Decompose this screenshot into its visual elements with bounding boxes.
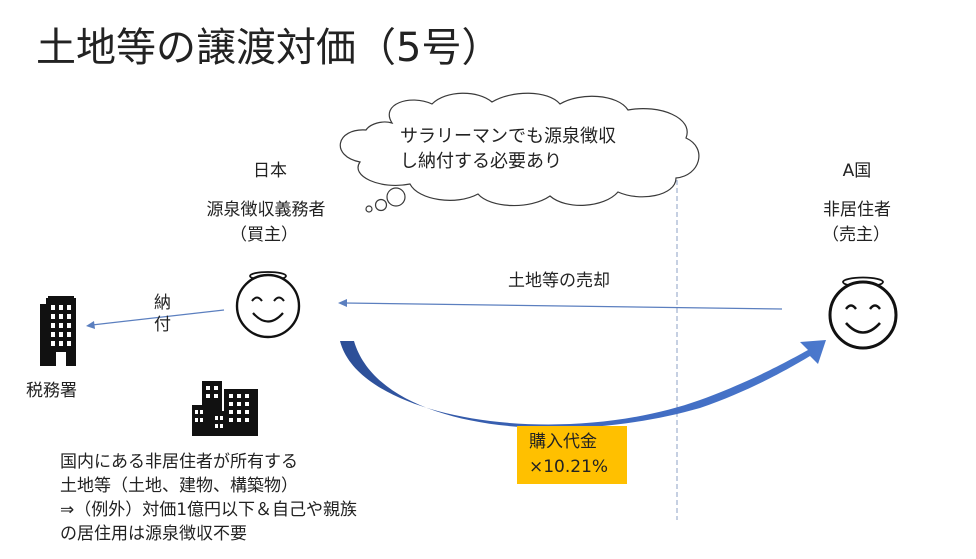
payment-arrow bbox=[86, 309, 225, 329]
note-line-2: 土地等（土地、建物、構築物） bbox=[60, 476, 298, 496]
note-line-1: 国内にある非居住者が所有する bbox=[60, 452, 298, 472]
sale-arrow bbox=[338, 299, 783, 310]
note-text-block: 国内にある非居住者が所有する 土地等（土地、建物、構築物） ⇒（例外）対価1億円… bbox=[60, 450, 357, 546]
note-line-3: ⇒（例外）対価1億円以下＆自己や親族 bbox=[60, 500, 358, 520]
foreign-country-label: A国 bbox=[842, 161, 872, 181]
japan-country-label: 日本 bbox=[253, 161, 287, 181]
payment-label-char-1: 納 bbox=[154, 293, 171, 313]
tax-office-building-icon bbox=[40, 296, 76, 366]
city-buildings-icon bbox=[192, 381, 258, 436]
note-line-4: の居住用は源泉徴収不要 bbox=[60, 524, 247, 544]
thought-bubble-text: サラリーマンでも源泉徴収 し納付する必要あり bbox=[400, 124, 616, 174]
japan-role-label: 源泉徴収義務者 bbox=[206, 200, 326, 220]
foreign-role-label: 非居住者 bbox=[823, 200, 891, 220]
purchase-price-line-1: 購入代金 bbox=[529, 432, 597, 452]
foreign-role-paren-label: （売主） bbox=[822, 225, 890, 245]
purchase-price-line-2: ×10.21% bbox=[529, 457, 609, 477]
thought-bubble-line-1: サラリーマンでも源泉徴収 bbox=[400, 126, 616, 147]
buyer-smiling-face-with-halo-icon bbox=[235, 271, 301, 339]
thought-bubble-cloud bbox=[339, 92, 700, 213]
page-title: 土地等の譲渡対価（5号） bbox=[36, 25, 502, 71]
japan-role-paren-label: （買主） bbox=[230, 225, 298, 245]
purchase-payment-curved-arrow bbox=[340, 340, 826, 429]
tax-office-label: 税務署 bbox=[26, 381, 77, 401]
seller-smiling-face-with-halo-icon bbox=[828, 276, 898, 350]
thought-bubble-line-2: し納付する必要あり bbox=[400, 151, 562, 172]
sale-label: 土地等の売却 bbox=[508, 271, 610, 291]
purchase-price-box: 購入代金 ×10.21% bbox=[517, 426, 627, 484]
payment-label-char-2: 付 bbox=[154, 315, 171, 335]
